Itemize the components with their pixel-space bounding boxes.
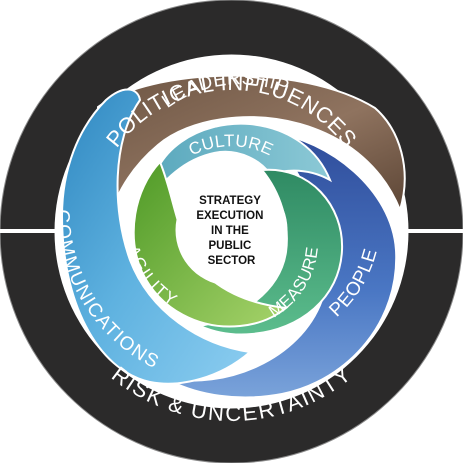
communications-segment: [60, 88, 253, 385]
center-line-3: IN THE: [211, 225, 249, 237]
culture-segment: [148, 122, 332, 204]
center-title: STRATEGY EXECUTION IN THE PUBLIC SECTOR: [196, 195, 266, 267]
center-line-4: PUBLIC: [208, 240, 251, 252]
center-disk: [175, 174, 288, 286]
center-line-2: EXECUTION: [196, 210, 263, 222]
leadership-segment: [96, 74, 406, 214]
center-line-5: SECTOR: [208, 255, 256, 267]
measure-segment: [196, 168, 344, 336]
center-line-1: STRATEGY: [199, 195, 261, 207]
